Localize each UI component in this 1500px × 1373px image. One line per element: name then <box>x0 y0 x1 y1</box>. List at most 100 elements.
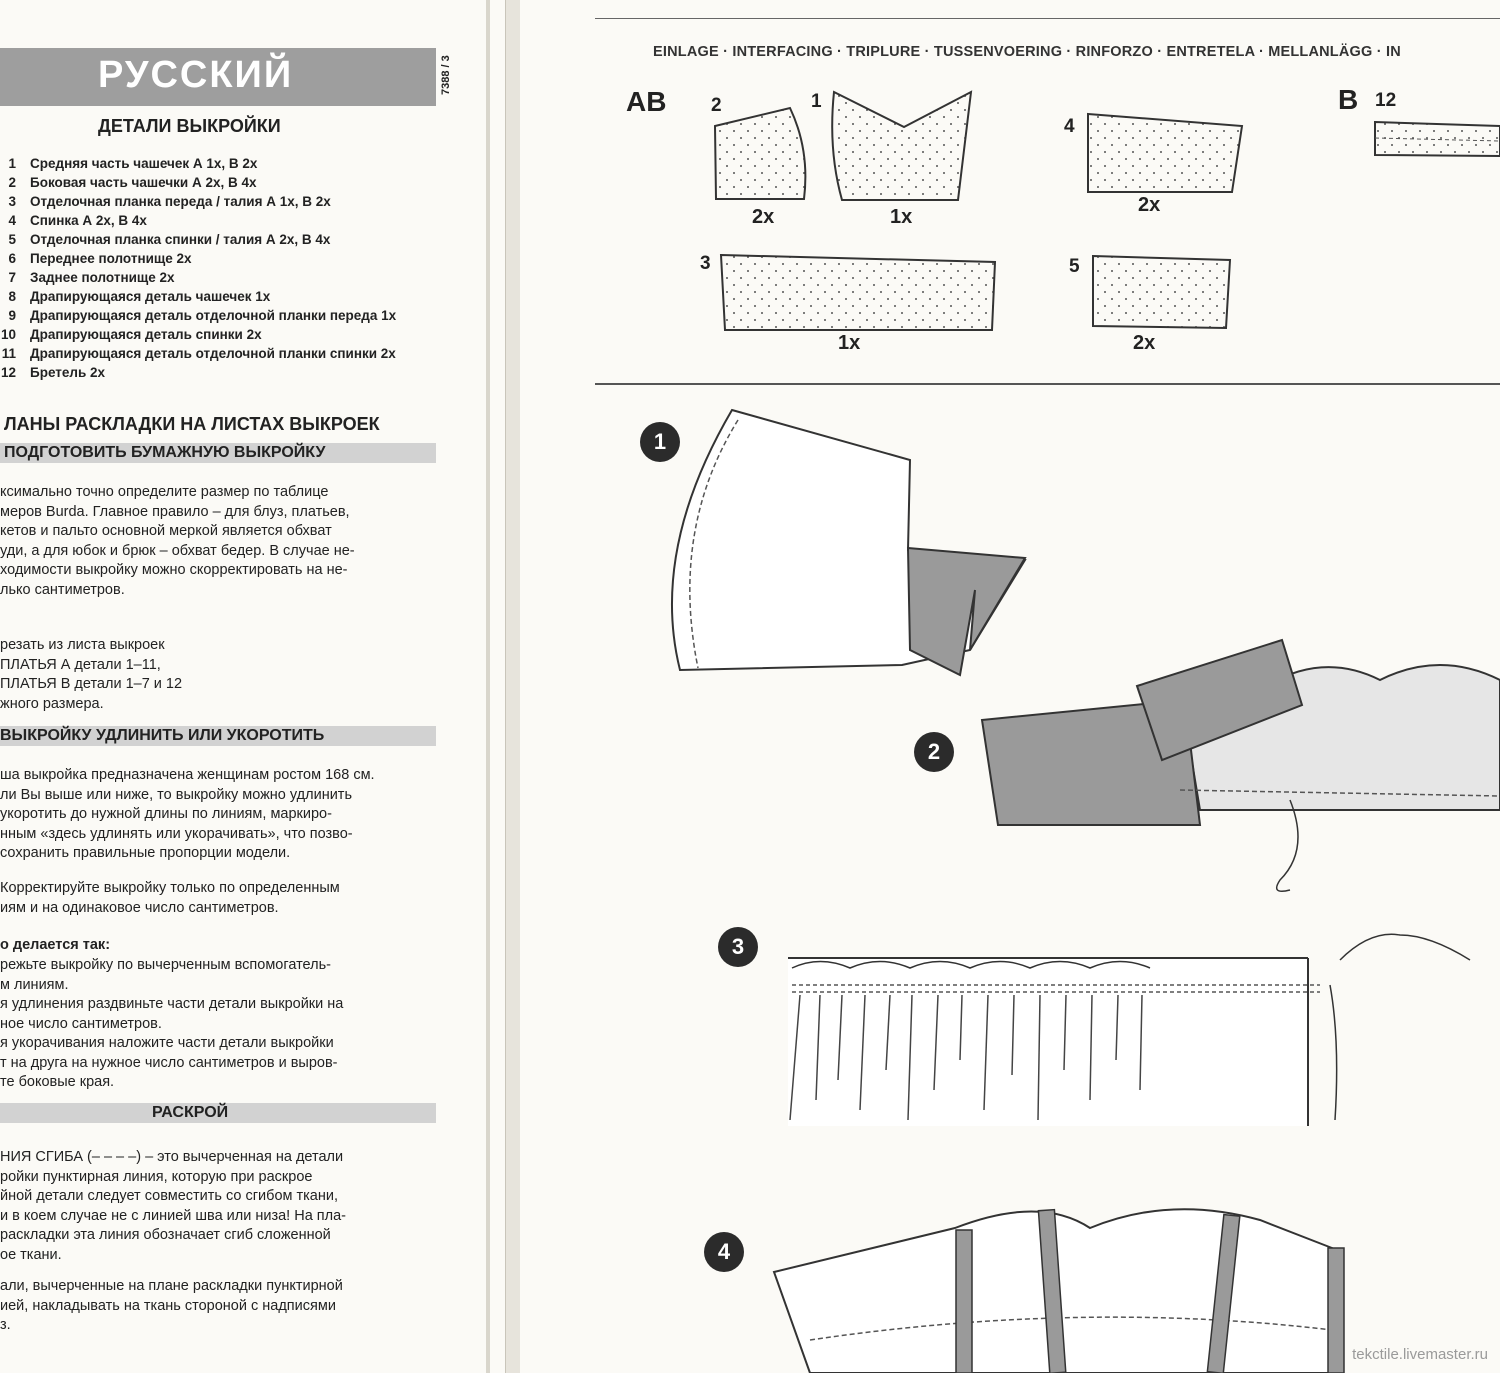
part-number: 11 <box>1 346 16 361</box>
text-line: ное число сантиметров. <box>0 1015 162 1032</box>
part-text: Драпирующаяся деталь спинки 2х <box>30 327 262 342</box>
layout-heading: ЛАНЫ РАСКЛАДКИ НА ЛИСТАХ ВЫКРОЕК <box>4 414 380 434</box>
text-line: ройки пунктирная линия, которую при раск… <box>0 1168 313 1185</box>
text-line: ша выкройка предназначена женщинам росто… <box>0 767 375 783</box>
part-item: 3 Отделочная планка переда / талия А 1х, … <box>0 192 396 211</box>
cutting-band <box>0 1103 436 1123</box>
part-number: 6 <box>8 251 16 266</box>
part-item: 5 Отделочная планка спинки / талия А 2х, … <box>0 230 396 249</box>
part-text: Бретель 2х <box>30 365 106 380</box>
page-fold-shadow <box>486 0 490 1373</box>
title-banner <box>0 48 436 106</box>
how-paragraph: режьте выкройку по вычерченным вспомогат… <box>0 956 343 1093</box>
page-title: РУССКИЙ <box>98 54 294 96</box>
piece-4-qty: 2x <box>1138 194 1161 216</box>
piece-4-shape <box>1087 112 1244 193</box>
piece-12-shape <box>1374 120 1500 158</box>
text-line: йной детали следует совместить со сгибом… <box>0 1188 339 1204</box>
part-number: 7 <box>8 270 16 285</box>
part-text: Драпирующаяся деталь отделочной планки с… <box>30 346 396 361</box>
text-line: укоротить до нужной длины по линиям, мар… <box>0 806 332 822</box>
text-line: сохранить правильные пропорции модели. <box>0 845 291 861</box>
part-item: 12 Бретель 2х <box>0 363 396 382</box>
part-text: Отделочная планка спинки / талия А 2х, В… <box>30 232 331 247</box>
piece-2-qty: 2x <box>752 206 775 228</box>
watermark: tekctile.livemaster.ru <box>1352 1346 1488 1363</box>
text-line: я укорачивания наложите части детали вык… <box>0 1035 334 1051</box>
part-number: 9 <box>8 308 16 323</box>
step-4-boning <box>955 1208 1345 1373</box>
part-item: 7 Заднее полотнище 2х <box>0 268 396 287</box>
part-number: 3 <box>8 194 16 209</box>
text-line: НИЯ СГИБА (– – – –) – это вычерченная на… <box>0 1149 344 1165</box>
text-line: ПЛАТЬЯ А детали 1–11, <box>0 656 161 673</box>
part-item: 6 Переднее полотнище 2х <box>0 249 396 268</box>
text-line: ое ткани. <box>0 1246 62 1263</box>
part-number: 5 <box>8 232 16 247</box>
prepare-band <box>0 443 436 463</box>
piece-4-number: 4 <box>1064 116 1075 137</box>
piece-12-number: 12 <box>1375 90 1397 111</box>
text-line: али, вычерченные на плане раскладки пунк… <box>0 1278 343 1294</box>
part-number: 1 <box>8 156 16 171</box>
text-line: ией, накладывать на ткань стороной с над… <box>0 1297 336 1314</box>
part-number: 2 <box>8 175 16 190</box>
text-line: ксимально точно определите размер по таб… <box>0 484 329 500</box>
text-line: з. <box>0 1317 11 1333</box>
part-number: 8 <box>8 289 16 304</box>
piece-3-qty: 1x <box>838 332 861 354</box>
step-3-fabric <box>788 958 1308 1126</box>
text-line: лько сантиметров. <box>0 581 125 598</box>
text-line: режьте выкройку по вычерченным вспомогат… <box>0 957 331 973</box>
part-number: 12 <box>0 365 16 380</box>
piece-5-shape <box>1092 254 1232 330</box>
illustrations-svg <box>595 90 1500 1373</box>
text-line: т на друга на нужное число сантиметров и… <box>0 1054 338 1071</box>
text-line: ПЛАТЬЯ В детали 1–7 и 12 <box>0 676 183 692</box>
step-1-fold <box>906 546 1027 677</box>
length-band <box>0 726 436 746</box>
piece-1-number: 1 <box>811 91 822 112</box>
part-item: 10 Драпирующаяся деталь спинки 2х <box>0 325 396 344</box>
text-line: кетов и пальто основной меркой является … <box>0 523 332 539</box>
fold-paragraph: НИЯ СГИБА (– – – –) – это вычерченная на… <box>0 1148 346 1265</box>
text-line: резать из листа выкроек <box>0 637 165 653</box>
part-number: 10 <box>0 327 16 342</box>
text-line: иям и на одинаковое число сантиметров. <box>0 899 279 916</box>
step-3-badge: 3 <box>718 927 758 967</box>
step-2-band <box>980 698 1202 826</box>
text-line: уди, а для юбок и брюк – обхват бедер. В… <box>0 542 355 559</box>
part-number: 4 <box>8 213 16 228</box>
length-heading: ВЫКРОЙКУ УДЛИНИТЬ ИЛИ УКОРОТИТЬ <box>0 727 325 744</box>
piece-1-qty: 1x <box>890 206 913 228</box>
page-edge <box>505 0 521 1373</box>
text-line: я удлинения раздвиньте части детали выкр… <box>0 996 344 1012</box>
how-heading: о делается так: <box>0 937 111 953</box>
piece-3-shape <box>719 253 997 331</box>
text-line: жного размера. <box>0 695 104 712</box>
part-text: Переднее полотнище 2х <box>30 251 192 266</box>
text-line: ходимости выкройку можно скорректировать… <box>0 562 348 578</box>
prepare-paragraph: ксимально точно определите размер по таб… <box>0 483 355 600</box>
text-line: меров Burda. Главное правило – для блуз,… <box>0 503 350 520</box>
text-line: те боковые края. <box>0 1074 115 1090</box>
cutting-heading: РАСКРОЙ <box>152 1104 229 1121</box>
part-text: Заднее полотнище 2х <box>30 270 175 285</box>
text-line: раскладки эта линия обозначает сгиб слож… <box>0 1227 331 1243</box>
step-4-badge: 4 <box>704 1232 744 1272</box>
text-line: ли Вы выше или ниже, то выкройку можно у… <box>0 786 352 803</box>
prepare-heading: ПОДГОТОВИТЬ БУМАЖНУЮ ВЫКРОЙКУ <box>4 444 326 461</box>
text-line: м линиям. <box>0 976 69 993</box>
page-code: 7388 / 3 <box>440 55 452 95</box>
text-line: нным «здесь удлинять или укорачивать», ч… <box>0 825 353 842</box>
group-ab-label: AB <box>626 86 667 117</box>
group-b-label: B <box>1338 84 1359 115</box>
part-text: Отделочная планка переда / талия А 1х, В… <box>30 194 331 209</box>
piece-5-qty: 2x <box>1133 332 1156 354</box>
part-text: Спинка А 2х, В 4х <box>30 213 147 228</box>
